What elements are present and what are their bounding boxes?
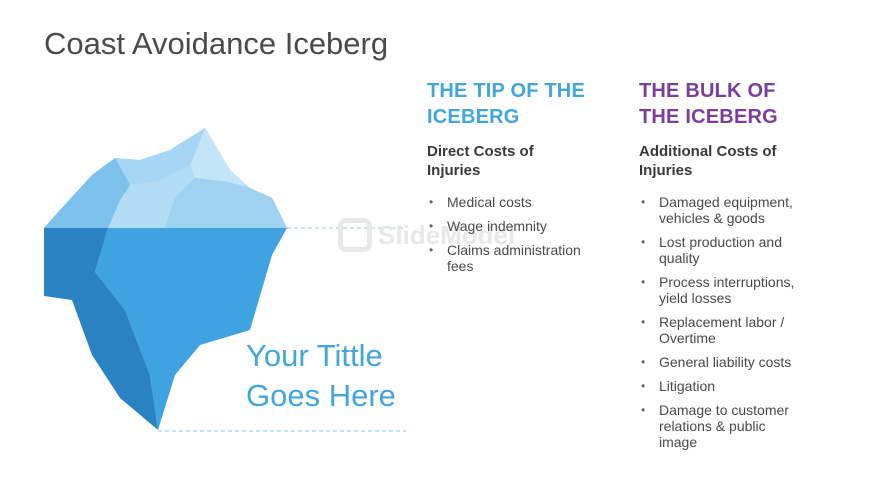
iceberg-tip-facet-2 xyxy=(190,128,250,188)
iceberg-underwater-dark xyxy=(44,228,158,430)
bullet-icon: • xyxy=(429,243,434,257)
list-item-line: relations & public xyxy=(659,418,766,434)
list-item: • Damage to customer relations & public … xyxy=(639,402,849,450)
watermark-icon xyxy=(338,218,372,252)
list-item: • Process interruptions, yield losses xyxy=(639,274,849,306)
list-item: • Lost production and quality xyxy=(639,234,849,266)
list-item-line: Claims administration xyxy=(447,242,581,258)
list-item: • General liability costs xyxy=(639,354,849,370)
bullet-icon: • xyxy=(641,379,646,393)
slide-title: Coast Avoidance Iceberg xyxy=(44,26,389,61)
list-item-line: Wage indemnity xyxy=(447,218,547,234)
list-item-line: Replacement labor / xyxy=(659,314,785,330)
tip-heading-line-1: THE TIP OF THE xyxy=(427,80,585,102)
list-item-line: Damage to customer xyxy=(659,402,789,418)
iceberg-tip-facet-4 xyxy=(165,178,287,228)
list-item: • Damaged equipment, vehicles & goods xyxy=(639,194,849,226)
iceberg-title-placeholder: Your Tittle Goes Here xyxy=(246,336,396,416)
list-item-line: General liability costs xyxy=(659,354,792,370)
bulk-heading-line-2: THE ICEBERG xyxy=(639,106,778,128)
iceberg-title-line-2: Goes Here xyxy=(246,378,396,413)
list-item: • Medical costs xyxy=(427,194,617,210)
list-item: • Wage indemnity xyxy=(427,218,617,234)
bulk-heading-line-1: THE BULK OF xyxy=(639,80,776,102)
bullet-icon: • xyxy=(641,235,646,249)
bulk-list: • Damaged equipment, vehicles & goods • … xyxy=(639,194,849,450)
tip-heading: THE TIP OF THE ICEBERG xyxy=(427,78,617,130)
iceberg-underwater-light xyxy=(95,228,287,430)
list-item-line: image xyxy=(659,434,698,450)
tip-subheading-line-1: Direct Costs of xyxy=(427,143,534,160)
list-item-line: Overtime xyxy=(659,330,716,346)
bullet-icon: • xyxy=(641,315,646,329)
tip-column: THE TIP OF THE ICEBERG Direct Costs of I… xyxy=(427,78,617,282)
watermark-text: SlideModel xyxy=(378,219,516,250)
list-item-line: Damaged equipment, xyxy=(659,194,793,210)
list-item: • Replacement labor / Overtime xyxy=(639,314,849,346)
list-item-line: Medical costs xyxy=(447,194,532,210)
list-item: • Litigation xyxy=(639,378,849,394)
tip-heading-line-2: ICEBERG xyxy=(427,106,520,128)
list-item-line: fees xyxy=(447,258,474,274)
iceberg-tip-facet-1 xyxy=(115,128,205,185)
list-item-line: quality xyxy=(659,250,700,266)
list-item-line: Lost production and xyxy=(659,234,782,250)
bullet-icon: • xyxy=(641,403,646,417)
bulk-column: THE BULK OF THE ICEBERG Additional Costs… xyxy=(639,78,849,458)
tip-subheading: Direct Costs of Injuries xyxy=(427,142,617,180)
iceberg-tip-facet-5 xyxy=(44,158,130,228)
bullet-icon: • xyxy=(429,219,434,233)
bulk-subheading-line-2: Injuries xyxy=(639,162,693,179)
watermark: SlideModel xyxy=(338,218,515,252)
bulk-subheading-line-1: Additional Costs of xyxy=(639,143,777,160)
list-item-line: yield losses xyxy=(659,290,732,306)
list-item-line: Litigation xyxy=(659,378,716,394)
bullet-icon: • xyxy=(641,195,646,209)
list-item-line: Process interruptions, xyxy=(659,274,795,290)
bullet-icon: • xyxy=(641,275,646,289)
bullet-icon: • xyxy=(641,355,646,369)
tip-subheading-line-2: Injuries xyxy=(427,162,481,179)
bullet-icon: • xyxy=(429,195,434,209)
bulk-subheading: Additional Costs of Injuries xyxy=(639,142,849,180)
iceberg-tip-facet-3 xyxy=(108,165,195,228)
list-item-line: vehicles & goods xyxy=(659,210,765,226)
list-item: • Claims administration fees xyxy=(427,242,617,274)
iceberg-title-line-1: Your Tittle xyxy=(246,338,383,373)
bulk-heading: THE BULK OF THE ICEBERG xyxy=(639,78,849,130)
tip-list: • Medical costs • Wage indemnity • Claim… xyxy=(427,194,617,274)
